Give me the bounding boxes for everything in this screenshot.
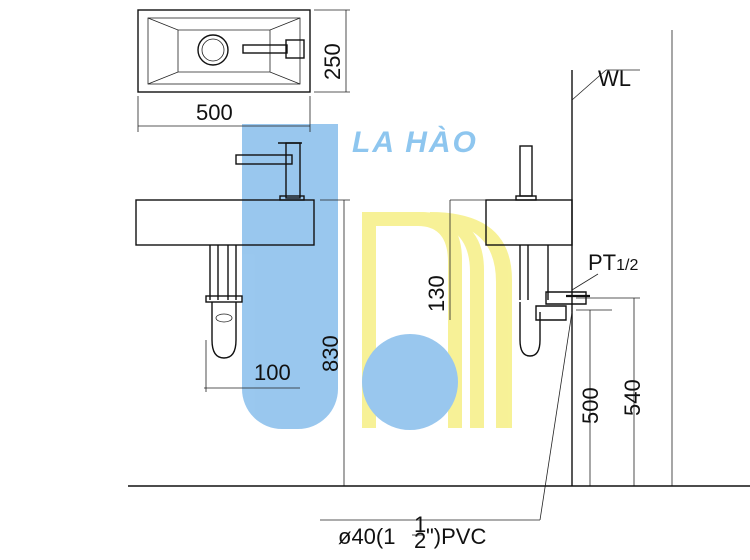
front-faucet-spout	[235, 154, 293, 165]
side-drain-pipe	[535, 305, 567, 321]
front-view: 100 830	[135, 142, 350, 486]
wall-label: WL	[598, 66, 631, 91]
top-view-faucet-body	[285, 39, 305, 59]
top-view: 500 250	[137, 9, 350, 132]
dim-side-offset: 100	[254, 360, 291, 385]
dim-mount-height: 830	[318, 335, 343, 372]
side-p-trap	[519, 302, 541, 357]
drain-fraction-den: 2	[414, 528, 426, 553]
front-basin	[135, 199, 315, 246]
side-view: WL 130 PT1/2 500 540	[424, 30, 673, 521]
watermark-brand-text: LA HÀO	[352, 125, 478, 159]
side-basin	[485, 199, 573, 246]
side-faucet	[519, 145, 533, 197]
front-p-trap	[211, 302, 237, 359]
dim-top-depth: 250	[320, 43, 345, 80]
drain-fraction-num: 1	[414, 512, 426, 537]
svg-text:ø40(1: ø40(1	[338, 524, 395, 549]
svg-text:")PVC: ")PVC	[426, 524, 486, 549]
top-view-faucet-spout	[242, 44, 288, 54]
top-view-drain	[197, 34, 229, 66]
watermark-blue-circle	[362, 334, 458, 430]
watermark-yellow-arch-2	[418, 212, 484, 428]
dim-height-540: 540	[620, 379, 645, 416]
top-view-basin-outline	[137, 9, 311, 93]
dim-top-width: 500	[196, 100, 233, 125]
supply-size: 1/2	[616, 257, 638, 274]
drain-suffix: ")PVC	[426, 524, 486, 549]
supply-thread: PT	[588, 250, 616, 275]
front-supply-pipe	[209, 245, 237, 300]
drain-prefix: ø40(1	[338, 524, 395, 549]
top-view-basin-inner	[147, 17, 301, 85]
drain-pvc-label: ø40(1 1 2 ")PVC	[320, 512, 540, 553]
watermark-yellow-arch-3	[430, 212, 512, 428]
dim-basin-height: 130	[424, 275, 449, 312]
dim-height-500: 500	[578, 387, 603, 424]
supply-label: PT1/2	[588, 250, 638, 275]
